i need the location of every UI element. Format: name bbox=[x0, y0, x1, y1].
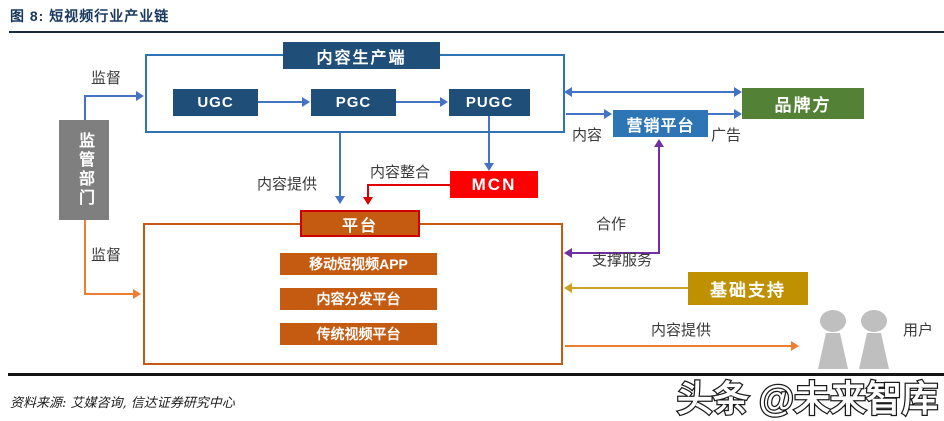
node-pugc: PUGC bbox=[449, 89, 530, 116]
node-mcn: MCN bbox=[450, 171, 538, 198]
platform-to-users-arrowhead bbox=[791, 341, 799, 351]
label-content-integration: 内容整合 bbox=[370, 164, 431, 181]
watermark: 头条 @未来智库 bbox=[676, 377, 940, 420]
label-content-supply-mid: 内容提供 bbox=[257, 176, 318, 193]
source-note: 资料来源: 艾媒咨询, 信达证券研究中心 bbox=[10, 396, 235, 411]
platform-marketing-line-v bbox=[658, 146, 660, 253]
infrastructure-to-platform-line bbox=[572, 287, 688, 289]
node-regulator: 监管部门 bbox=[59, 120, 109, 220]
users-label: 用户 bbox=[903, 322, 934, 339]
node-brand: 品牌方 bbox=[742, 88, 864, 119]
supervise-bottom-line-h bbox=[84, 293, 134, 295]
watermark-text: 头条 @未来智库 bbox=[677, 378, 938, 419]
ugc-to-pgc-line bbox=[258, 101, 304, 103]
content-production-header: 内容生产端 bbox=[283, 42, 440, 69]
mcn-to-platform-line-h bbox=[367, 184, 450, 186]
marketing-to-brand-line bbox=[708, 113, 734, 115]
production-brand-arrowhead-right bbox=[734, 87, 742, 97]
node-traditional-video-platform: 传统视频平台 bbox=[280, 323, 437, 345]
bottom-divider bbox=[8, 373, 944, 376]
node-infrastructure: 基础支持 bbox=[688, 272, 808, 305]
supervise-bottom-line-v bbox=[84, 220, 86, 295]
node-marketing-platform: 营销平台 bbox=[613, 110, 708, 137]
production-brand-arrowhead-left bbox=[564, 87, 572, 97]
ugc-to-pgc-arrowhead bbox=[302, 97, 310, 107]
pugc-to-mcn-line bbox=[488, 116, 490, 165]
person-icon bbox=[818, 310, 848, 369]
marketing-to-brand-arrowhead bbox=[734, 109, 742, 119]
users-icon-group bbox=[818, 310, 889, 369]
mcn-to-platform-arrowhead bbox=[363, 197, 373, 205]
node-distribution-platform: 内容分发平台 bbox=[280, 288, 437, 310]
platform-marketing-arrowhead-up bbox=[654, 139, 664, 147]
infrastructure-to-platform-arrowhead bbox=[564, 283, 572, 293]
label-support-service: 支撑服务 bbox=[592, 252, 653, 269]
pugc-to-mcn-arrowhead bbox=[484, 163, 494, 171]
mcn-to-platform-line-v bbox=[367, 184, 369, 199]
supervise-top-line-h bbox=[84, 95, 138, 97]
production-to-platform-arrowhead bbox=[335, 196, 345, 204]
label-ads: 广告 bbox=[711, 127, 742, 144]
pgc-to-pugc-line bbox=[396, 101, 441, 103]
person-icon bbox=[859, 310, 889, 369]
label-content: 内容 bbox=[572, 127, 603, 144]
label-supervise-bottom: 监督 bbox=[91, 247, 122, 264]
platform-marketing-line-h bbox=[572, 252, 660, 254]
production-to-marketing-arrowhead bbox=[604, 109, 612, 119]
node-pgc: PGC bbox=[311, 89, 396, 116]
platform-marketing-arrowhead-left bbox=[564, 248, 572, 258]
supervise-bottom-arrowhead bbox=[133, 289, 141, 299]
production-to-marketing-line bbox=[566, 113, 604, 115]
platform-to-users-line bbox=[565, 345, 793, 347]
node-ugc: UGC bbox=[173, 89, 258, 116]
production-brand-line bbox=[572, 91, 734, 93]
node-mobile-app: 移动短视频APP bbox=[280, 253, 437, 275]
label-cooperation: 合作 bbox=[596, 216, 627, 233]
pgc-to-pugc-arrowhead bbox=[440, 97, 448, 107]
production-to-platform-line bbox=[339, 133, 341, 198]
node-platform: 平台 bbox=[300, 210, 420, 237]
label-content-supply-bottom: 内容提供 bbox=[651, 322, 712, 339]
title-divider bbox=[9, 31, 944, 33]
figure-title: 图 8: 短视频行业产业链 bbox=[10, 8, 170, 24]
supervise-top-arrowhead bbox=[136, 91, 144, 101]
label-supervise-top: 监督 bbox=[91, 70, 122, 87]
supervise-top-line-v bbox=[84, 95, 86, 121]
